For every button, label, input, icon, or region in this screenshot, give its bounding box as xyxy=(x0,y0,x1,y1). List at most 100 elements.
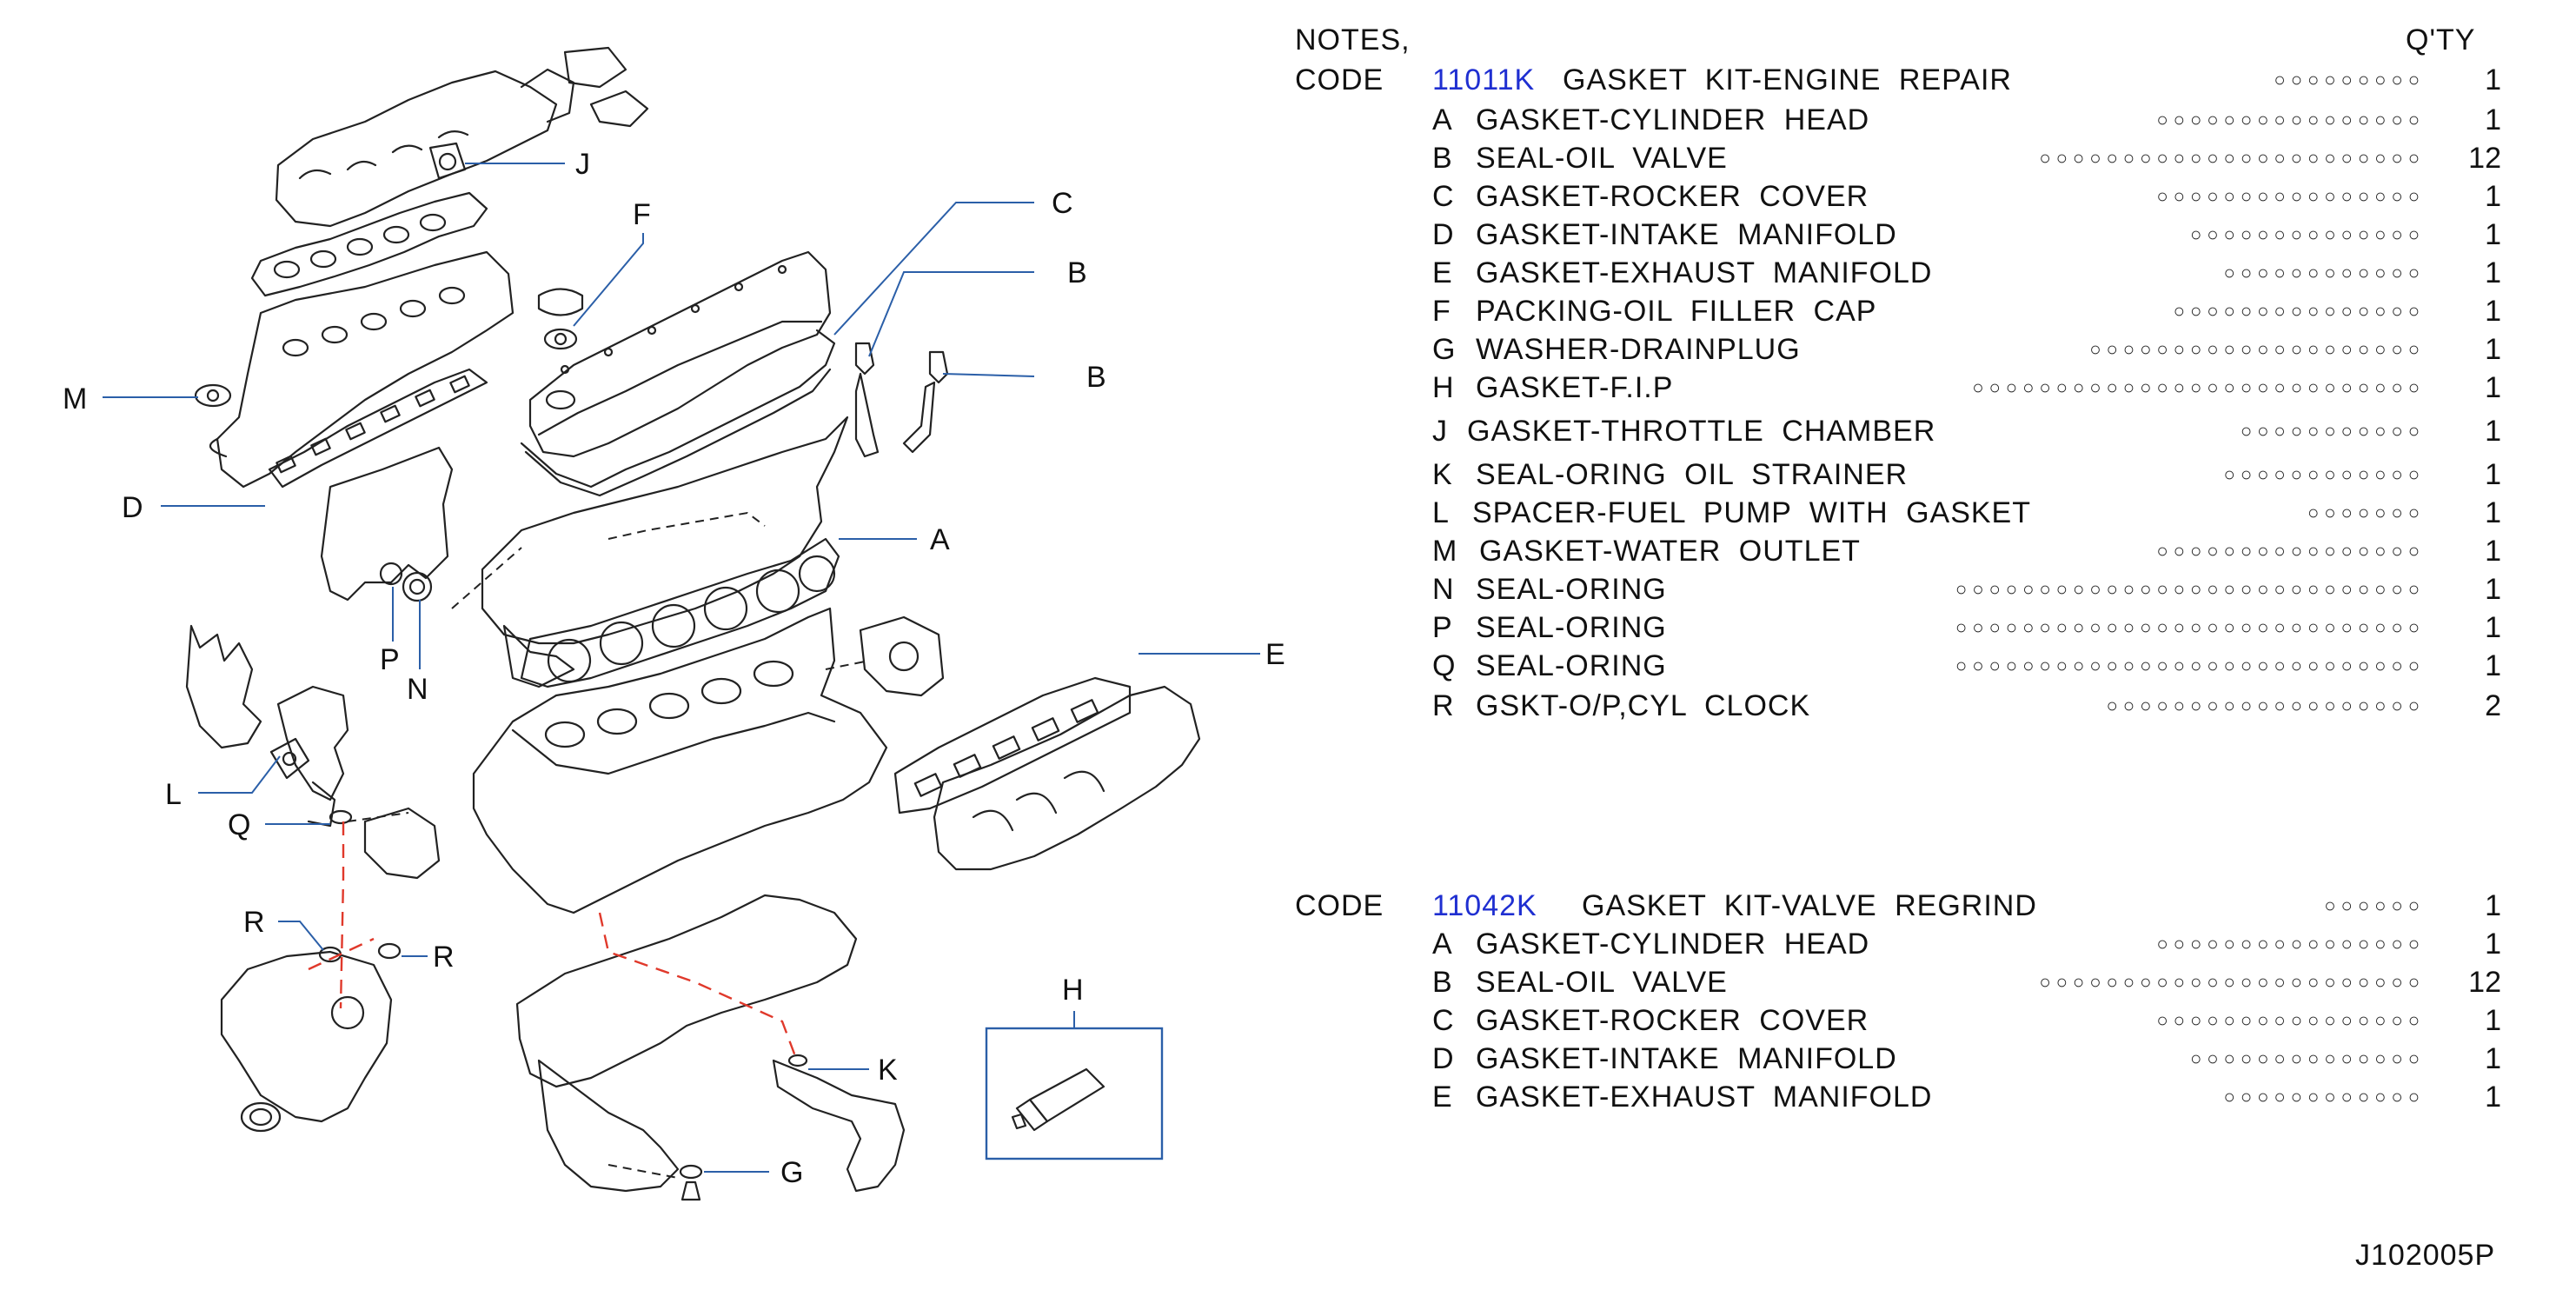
item-qty: 12 xyxy=(2468,142,2501,175)
item-qty: 1 xyxy=(2485,1004,2501,1037)
item-qty: 1 xyxy=(2485,928,2501,961)
item-name: SEAL-OIL VALVE xyxy=(1476,966,1728,999)
item-name: SPACER-FUEL PUMP WITH GASKET xyxy=(1472,496,2032,529)
code-label: CODE xyxy=(1295,63,1384,96)
oil-path-dash xyxy=(598,912,797,1057)
intake-manifold-drawing xyxy=(194,191,515,489)
item-name: SEAL-OIL VALVE xyxy=(1476,142,1728,175)
callout-Q: Q xyxy=(228,808,250,841)
kit-name: GASKET KIT-ENGINE REPAIR xyxy=(1563,63,2012,96)
item-letter: E xyxy=(1432,1081,1453,1114)
kit-name: GASKET KIT-VALVE REGRIND xyxy=(1582,889,2037,922)
oil-path-dash xyxy=(339,821,345,1009)
item-name: GASKET-CYLINDER HEAD xyxy=(1476,928,1870,961)
fuel-pump-drawing xyxy=(185,624,441,880)
leader-dots: ○○○○○○○○○○○○○○○○ xyxy=(2156,933,2425,954)
leader-dots: ○○○○○○○○○○○○○○○○○○○○○○○ xyxy=(2039,971,2425,993)
water-outlet-drawing xyxy=(320,446,454,602)
leader-dots: ○○○○○○○○○○○○○○○○○○○○○○○○○○○○ xyxy=(1955,616,2425,638)
leader-dots: ○○○○○○○○○○○○○○○○ xyxy=(2156,185,2425,207)
item-qty: 12 xyxy=(2468,966,2501,999)
item-name: SEAL-ORING OIL STRAINER xyxy=(1476,458,1909,491)
item-qty: 1 xyxy=(2485,103,2501,136)
qty-header: Q'TY xyxy=(2406,23,2476,57)
item-qty: 1 xyxy=(2485,256,2501,289)
callout-H: H xyxy=(1062,974,1084,1007)
callout-G: G xyxy=(780,1156,803,1189)
item-letter: B xyxy=(1432,966,1453,999)
oil-pan-drawing xyxy=(515,894,906,1201)
rocker-cover-drawing xyxy=(520,250,836,497)
callout-M: M xyxy=(63,382,87,416)
item-letter: C xyxy=(1432,180,1455,213)
item-letter: J xyxy=(1432,415,1448,448)
item-letter: Q xyxy=(1432,649,1457,682)
item-name: GASKET-THROTTLE CHAMBER xyxy=(1467,415,1936,448)
item-qty: 1 xyxy=(2485,496,2501,529)
item-name: GASKET-INTAKE MANIFOLD xyxy=(1476,218,1897,251)
leader-dots: ○○○○○○○○○○○○○○○○ xyxy=(2156,109,2425,130)
item-name: SEAL-ORING xyxy=(1476,573,1667,606)
leader-dots: ○○○○○○○○○○○○○○○○○○○○○○○○○○○○ xyxy=(1955,655,2425,676)
leader-dots: ○○○○○○○○○○○○○○○○○○○○○○○ xyxy=(2039,147,2425,169)
callout-K: K xyxy=(878,1054,898,1087)
item-letter: L xyxy=(1432,496,1450,529)
kit-qty: 1 xyxy=(2485,889,2501,922)
item-name: GASKET-EXHAUST MANIFOLD xyxy=(1476,1081,1933,1114)
timing-cover-drawing xyxy=(220,942,402,1133)
leader-dots: ○○○○○○○○○○○○ xyxy=(2223,262,2425,283)
item-letter: G xyxy=(1432,333,1457,366)
item-qty: 1 xyxy=(2485,218,2501,251)
callout-B-upper: B xyxy=(1067,256,1087,289)
item-letter: D xyxy=(1432,1042,1455,1075)
callout-E: E xyxy=(1265,638,1285,671)
code-label: CODE xyxy=(1295,889,1384,922)
oil-path-dash xyxy=(308,937,375,971)
item-qty: 1 xyxy=(2485,180,2501,213)
item-name: GASKET-ROCKER COVER xyxy=(1476,1004,1869,1037)
callout-P: P xyxy=(380,643,400,676)
leader-dots: ○○○○○○○ xyxy=(2307,502,2425,523)
exploded-engine-diagram: J F C B B M D A P N E L Q R R H K G xyxy=(63,46,1285,1201)
item-letter: N xyxy=(1432,573,1455,606)
leader-dots: ○○○○○○○○○○○○○○ xyxy=(2189,223,2425,245)
callout-J: J xyxy=(575,148,590,181)
callout-R-right: R xyxy=(433,941,455,974)
callout-D: D xyxy=(122,491,143,524)
leader-dots: ○○○○○○○○○○○○○○○○○○○○ xyxy=(2089,338,2425,360)
kit-qty: 1 xyxy=(2485,63,2501,96)
item-qty: 1 xyxy=(2485,458,2501,491)
item-name: PACKING-OIL FILLER CAP xyxy=(1476,295,1877,328)
item-letter: C xyxy=(1432,1004,1455,1037)
leader-dots: ○○○○○○○○○○○○○○○○○○○ xyxy=(2106,695,2425,716)
callout-C: C xyxy=(1052,187,1073,220)
item-letter: R xyxy=(1432,689,1455,722)
item-qty: 1 xyxy=(2485,295,2501,328)
kit-code[interactable]: 11042K xyxy=(1432,889,1537,922)
item-name: GASKET-EXHAUST MANIFOLD xyxy=(1476,256,1933,289)
item-name: WASHER-DRAINPLUG xyxy=(1476,333,1801,366)
item-qty: 1 xyxy=(2485,535,2501,568)
leader-dots: ○○○○○○○○○○○○○○○○ xyxy=(2156,1009,2425,1031)
item-letter: A xyxy=(1432,103,1453,136)
item-letter: D xyxy=(1432,218,1455,251)
exhaust-manifold-drawing xyxy=(893,676,1201,871)
leader-dots: ○○○○○○ xyxy=(2324,894,2425,916)
leader-dots: ○○○○○○○○○○○○ xyxy=(2223,463,2425,485)
leader-dots: ○○○○○○○○○○○○○○○○○○○○○○○○○○○ xyxy=(1972,376,2425,398)
item-letter: M xyxy=(1432,535,1458,568)
item-name: GSKT-O/P,CYL CLOCK xyxy=(1476,689,1811,722)
item-letter: H xyxy=(1432,371,1455,404)
leader-dots: ○○○○○○○○○○○○○○○○ xyxy=(2156,540,2425,562)
item-name: GASKET-F.I.P xyxy=(1476,371,1674,404)
item-qty: 1 xyxy=(2485,573,2501,606)
item-qty: 1 xyxy=(2485,371,2501,404)
leader-dots: ○○○○○○○○○○○○○○○ xyxy=(2173,300,2425,322)
kit-code[interactable]: 11011K xyxy=(1432,63,1536,96)
item-letter: B xyxy=(1432,142,1453,175)
item-qty: 1 xyxy=(2485,1081,2501,1114)
item-letter: F xyxy=(1432,295,1451,328)
item-qty: 1 xyxy=(2485,415,2501,448)
item-letter: E xyxy=(1432,256,1453,289)
